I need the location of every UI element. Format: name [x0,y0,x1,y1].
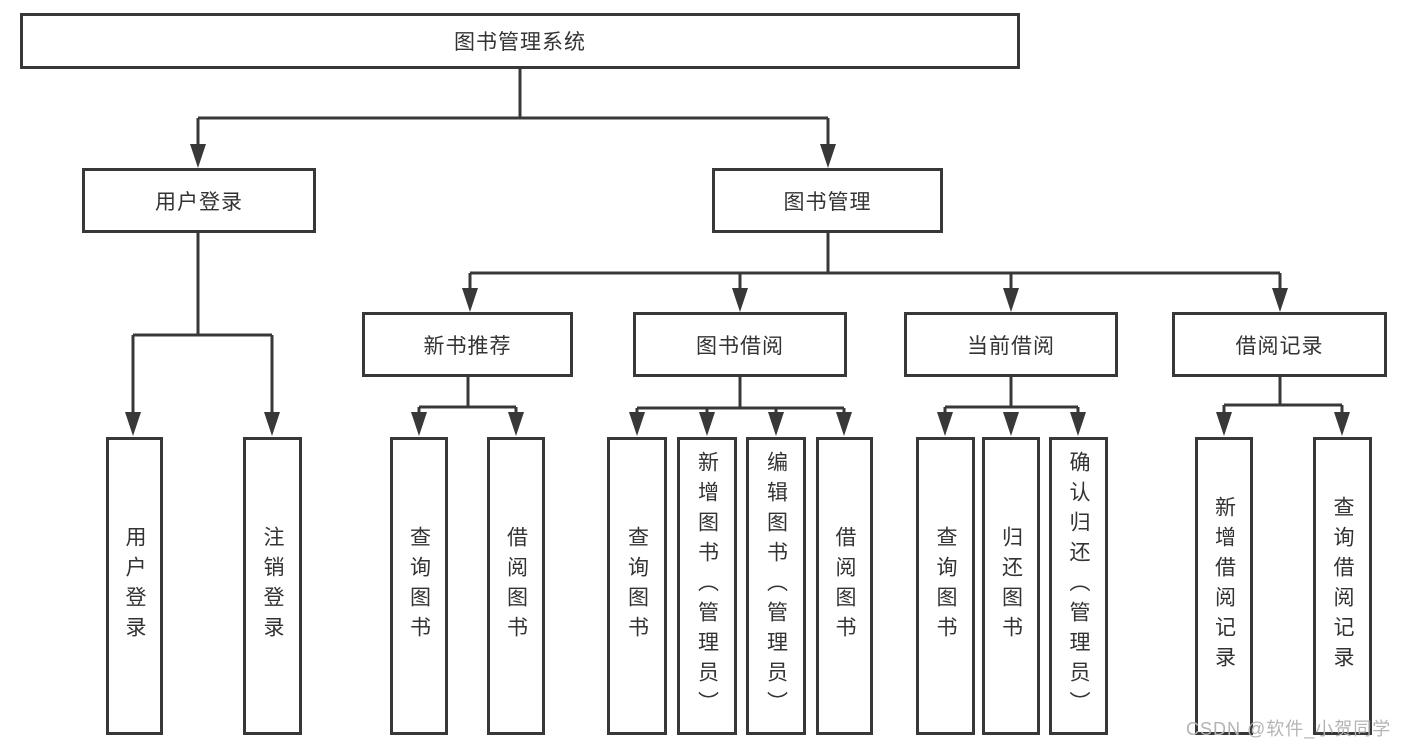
leaf-edit-book-admin-label: 编辑图书（管理员） [764,451,788,721]
connector-borrow-records-children [1216,377,1350,436]
leaf-query-books-recommend: 查询图书 [390,437,448,735]
leaf-edit-book-admin: 编辑图书（管理员） [746,437,806,735]
leaf-user-login-label: 用户登录 [123,526,146,646]
leaf-query-borrow-record: 查询借阅记录 [1313,437,1372,735]
node-borrow-records-label: 借阅记录 [1235,334,1324,358]
connector-current-borrow-children [937,377,1086,436]
leaf-query-borrow-record-label: 查询借阅记录 [1331,496,1354,676]
leaf-query-books-borrow-label: 查询图书 [625,526,649,646]
leaf-add-borrow-record: 新增借阅记录 [1195,437,1253,735]
leaf-borrow-books-recommend-label: 借阅图书 [504,526,528,646]
node-book-management-label: 图书管理 [783,190,872,214]
leaf-query-books-recommend-label: 查询图书 [407,526,431,646]
node-current-borrow-label: 当前借阅 [967,334,1055,358]
node-new-book-recommend: 新书推荐 [362,312,573,377]
node-user-login-label: 用户登录 [155,190,243,214]
leaf-confirm-return-admin: 确认归还（管理员） [1049,437,1108,735]
node-root-system: 图书管理系统 [20,13,1020,69]
connector-book-borrow-children [629,377,852,436]
leaf-return-book: 归还图书 [982,437,1040,735]
leaf-add-book-admin: 新增图书（管理员） [677,437,737,735]
csdn-watermark: CSDN @软件_小贺同学 [1186,719,1392,739]
leaf-user-login: 用户登录 [106,437,163,735]
node-user-login: 用户登录 [82,168,316,233]
leaf-add-borrow-record-label: 新增借阅记录 [1212,496,1236,676]
node-book-management: 图书管理 [712,168,943,233]
leaf-borrow-books-label: 借阅图书 [833,526,856,646]
connector-book-management-to-level3 [462,233,1288,312]
leaf-query-books-current-label: 查询图书 [934,526,957,646]
leaf-logout: 注销登录 [243,437,302,735]
node-book-borrow-label: 图书借阅 [696,334,784,358]
connector-root-to-level2 [190,68,836,168]
node-book-borrow: 图书借阅 [633,312,847,377]
leaf-add-book-admin-label: 新增图书（管理员） [695,451,719,721]
node-current-borrow: 当前借阅 [904,312,1118,377]
leaf-return-book-label: 归还图书 [999,526,1023,646]
connector-user-login-children [125,233,280,436]
connector-new-book-children [411,377,524,436]
leaf-borrow-books: 借阅图书 [816,437,873,735]
leaf-borrow-books-recommend: 借阅图书 [487,437,545,735]
node-root-label: 图书管理系统 [454,31,586,54]
node-new-book-recommend-label: 新书推荐 [423,334,512,358]
leaf-query-books-current: 查询图书 [916,437,975,735]
leaf-logout-label: 注销登录 [261,526,284,646]
leaf-confirm-return-admin-label: 确认归还（管理员） [1067,451,1090,721]
node-borrow-records: 借阅记录 [1172,312,1387,377]
leaf-query-books-borrow: 查询图书 [607,437,667,735]
